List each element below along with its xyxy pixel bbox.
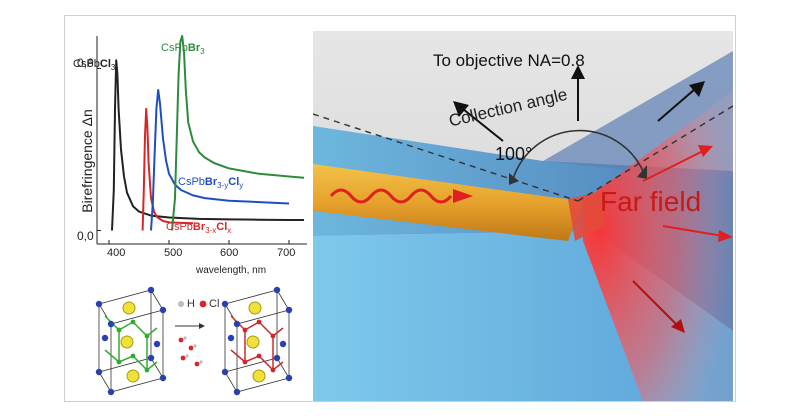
farfield-arrow-3	[632, 280, 679, 327]
objective-arrow-right	[657, 88, 696, 122]
x-tick-label-500: 500	[164, 247, 183, 259]
y-tick-label-1: 0,6	[77, 56, 94, 70]
series-line-2	[150, 89, 290, 231]
series-line-0	[111, 59, 304, 231]
series-line-3	[171, 35, 305, 231]
series-label-cspbbr3-xclx: CsPbBr3-xClx	[166, 221, 232, 236]
reaction-arrow	[175, 323, 205, 367]
nanowire-end-facet	[568, 191, 605, 241]
atom-legend	[178, 300, 207, 308]
x-axis-label: wavelength, nm	[196, 265, 267, 276]
birefringence-chart	[96, 35, 307, 245]
y-axis-label: Birefringence Δn	[79, 109, 95, 213]
objective-arrow-left	[462, 108, 504, 142]
y-tick-label-0: 0,0	[77, 229, 94, 243]
series-label-cspbcl3: CsPbCl3	[73, 58, 116, 73]
x-tick-label-400: 400	[107, 247, 126, 259]
series-label-cspbbr3: CsPbBr3	[161, 42, 205, 57]
far-field-label: Far field	[600, 186, 702, 217]
legend-cl-label: Cl	[209, 298, 220, 310]
series-label-cspbbr3-ycly: CsPbBr3-yCly	[178, 176, 244, 191]
far-field-glow	[583, 91, 733, 401]
angle-arc	[512, 129, 644, 180]
wave-arrow	[329, 188, 453, 204]
legend-h-label: H	[187, 298, 195, 310]
series-line-1	[141, 107, 194, 231]
angle-value-label: 100°	[495, 144, 533, 164]
crystal-left	[95, 286, 167, 396]
objective-label: To objective NA=0.8	[433, 51, 585, 70]
cone-line-right	[577, 105, 733, 202]
crystal-structures	[95, 286, 293, 396]
farfield-arrow-2	[662, 225, 724, 237]
x-tick-label-700: 700	[277, 247, 296, 259]
x-tick-label-600: 600	[220, 247, 239, 259]
nanowire-scene	[313, 31, 733, 401]
nanowire	[313, 164, 583, 241]
crystal-right	[221, 286, 293, 396]
cone-line-left	[313, 113, 579, 202]
figure-frame: Birefringence Δn wavelength, nm 0,0 0,6 …	[64, 15, 736, 402]
farfield-arrow-1	[642, 150, 704, 182]
